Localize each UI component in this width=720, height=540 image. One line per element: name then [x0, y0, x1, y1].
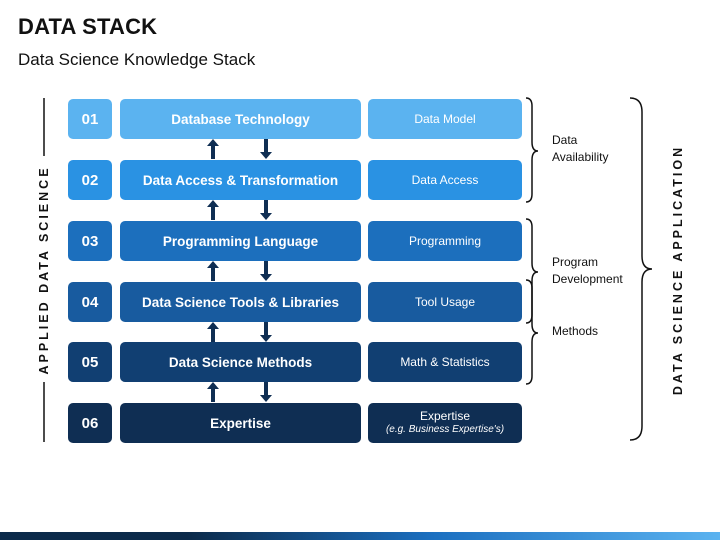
down-arrow-icon — [260, 261, 272, 281]
row-02-side-label: Data Access — [411, 172, 479, 187]
data-science-application-label: DATA SCIENCE APPLICATION — [671, 144, 685, 396]
row-04-number: 04 — [68, 282, 112, 322]
up-arrow-icon — [207, 382, 219, 402]
row-02-side: Data Access — [368, 160, 522, 200]
label-data-availability-text: Data Availability — [552, 133, 609, 165]
bracket-methods — [525, 279, 539, 385]
row-06-side-sublabel: (e.g. Business Expertise's) — [385, 424, 505, 436]
row-03-title: Programming Language — [120, 221, 361, 261]
row-05-side-label: Math & Statistics — [400, 354, 490, 369]
row-06-title: Expertise — [120, 403, 361, 443]
label-methods: Methods — [552, 324, 599, 338]
row-02-title: Data Access & Transformation — [120, 160, 361, 200]
row-04-side-label: Tool Usage — [414, 294, 476, 309]
row-01-side-label: Data Model — [414, 111, 476, 126]
row-06-number: 06 — [68, 403, 112, 443]
down-arrow-icon — [260, 382, 272, 402]
row-04-side: Tool Usage — [368, 282, 522, 322]
applied-data-science-label: APPLIED DATA SCIENCE — [37, 165, 51, 375]
page-subtitle: Data Science Knowledge Stack — [18, 50, 256, 69]
row-01-side: Data Model — [368, 99, 522, 139]
down-arrow-icon — [260, 322, 272, 342]
label-data-availability: Data Availability — [552, 132, 608, 167]
down-arrow-icon — [260, 139, 272, 159]
row-03-side-label: Programming — [408, 233, 482, 248]
down-arrow-icon — [260, 200, 272, 220]
row-01-number: 01 — [68, 99, 112, 139]
row-06-side: Expertise (e.g. Business Expertise's) — [368, 403, 522, 443]
label-program-development-text: Program Development — [552, 255, 623, 287]
up-arrow-icon — [207, 200, 219, 220]
row-05-title: Data Science Methods — [120, 342, 361, 382]
row-05-number: 05 — [68, 342, 112, 382]
row-03-number: 03 — [68, 221, 112, 261]
row-06-side-label: Expertise — [419, 409, 471, 424]
row-01-title: Database Technology — [120, 99, 361, 139]
up-arrow-icon — [207, 139, 219, 159]
left-axis-lines — [43, 98, 45, 442]
footer-bar — [0, 532, 720, 540]
page-title: DATA STACK — [18, 14, 158, 39]
bracket-data-science-application — [629, 97, 653, 441]
up-arrow-icon — [207, 322, 219, 342]
row-02-number: 02 — [68, 160, 112, 200]
label-program-development: Program Development — [552, 254, 623, 289]
up-arrow-icon — [207, 261, 219, 281]
row-03-side: Programming — [368, 221, 522, 261]
row-05-side: Math & Statistics — [368, 342, 522, 382]
bracket-data-availability — [525, 97, 539, 203]
row-04-title: Data Science Tools & Libraries — [120, 282, 361, 322]
